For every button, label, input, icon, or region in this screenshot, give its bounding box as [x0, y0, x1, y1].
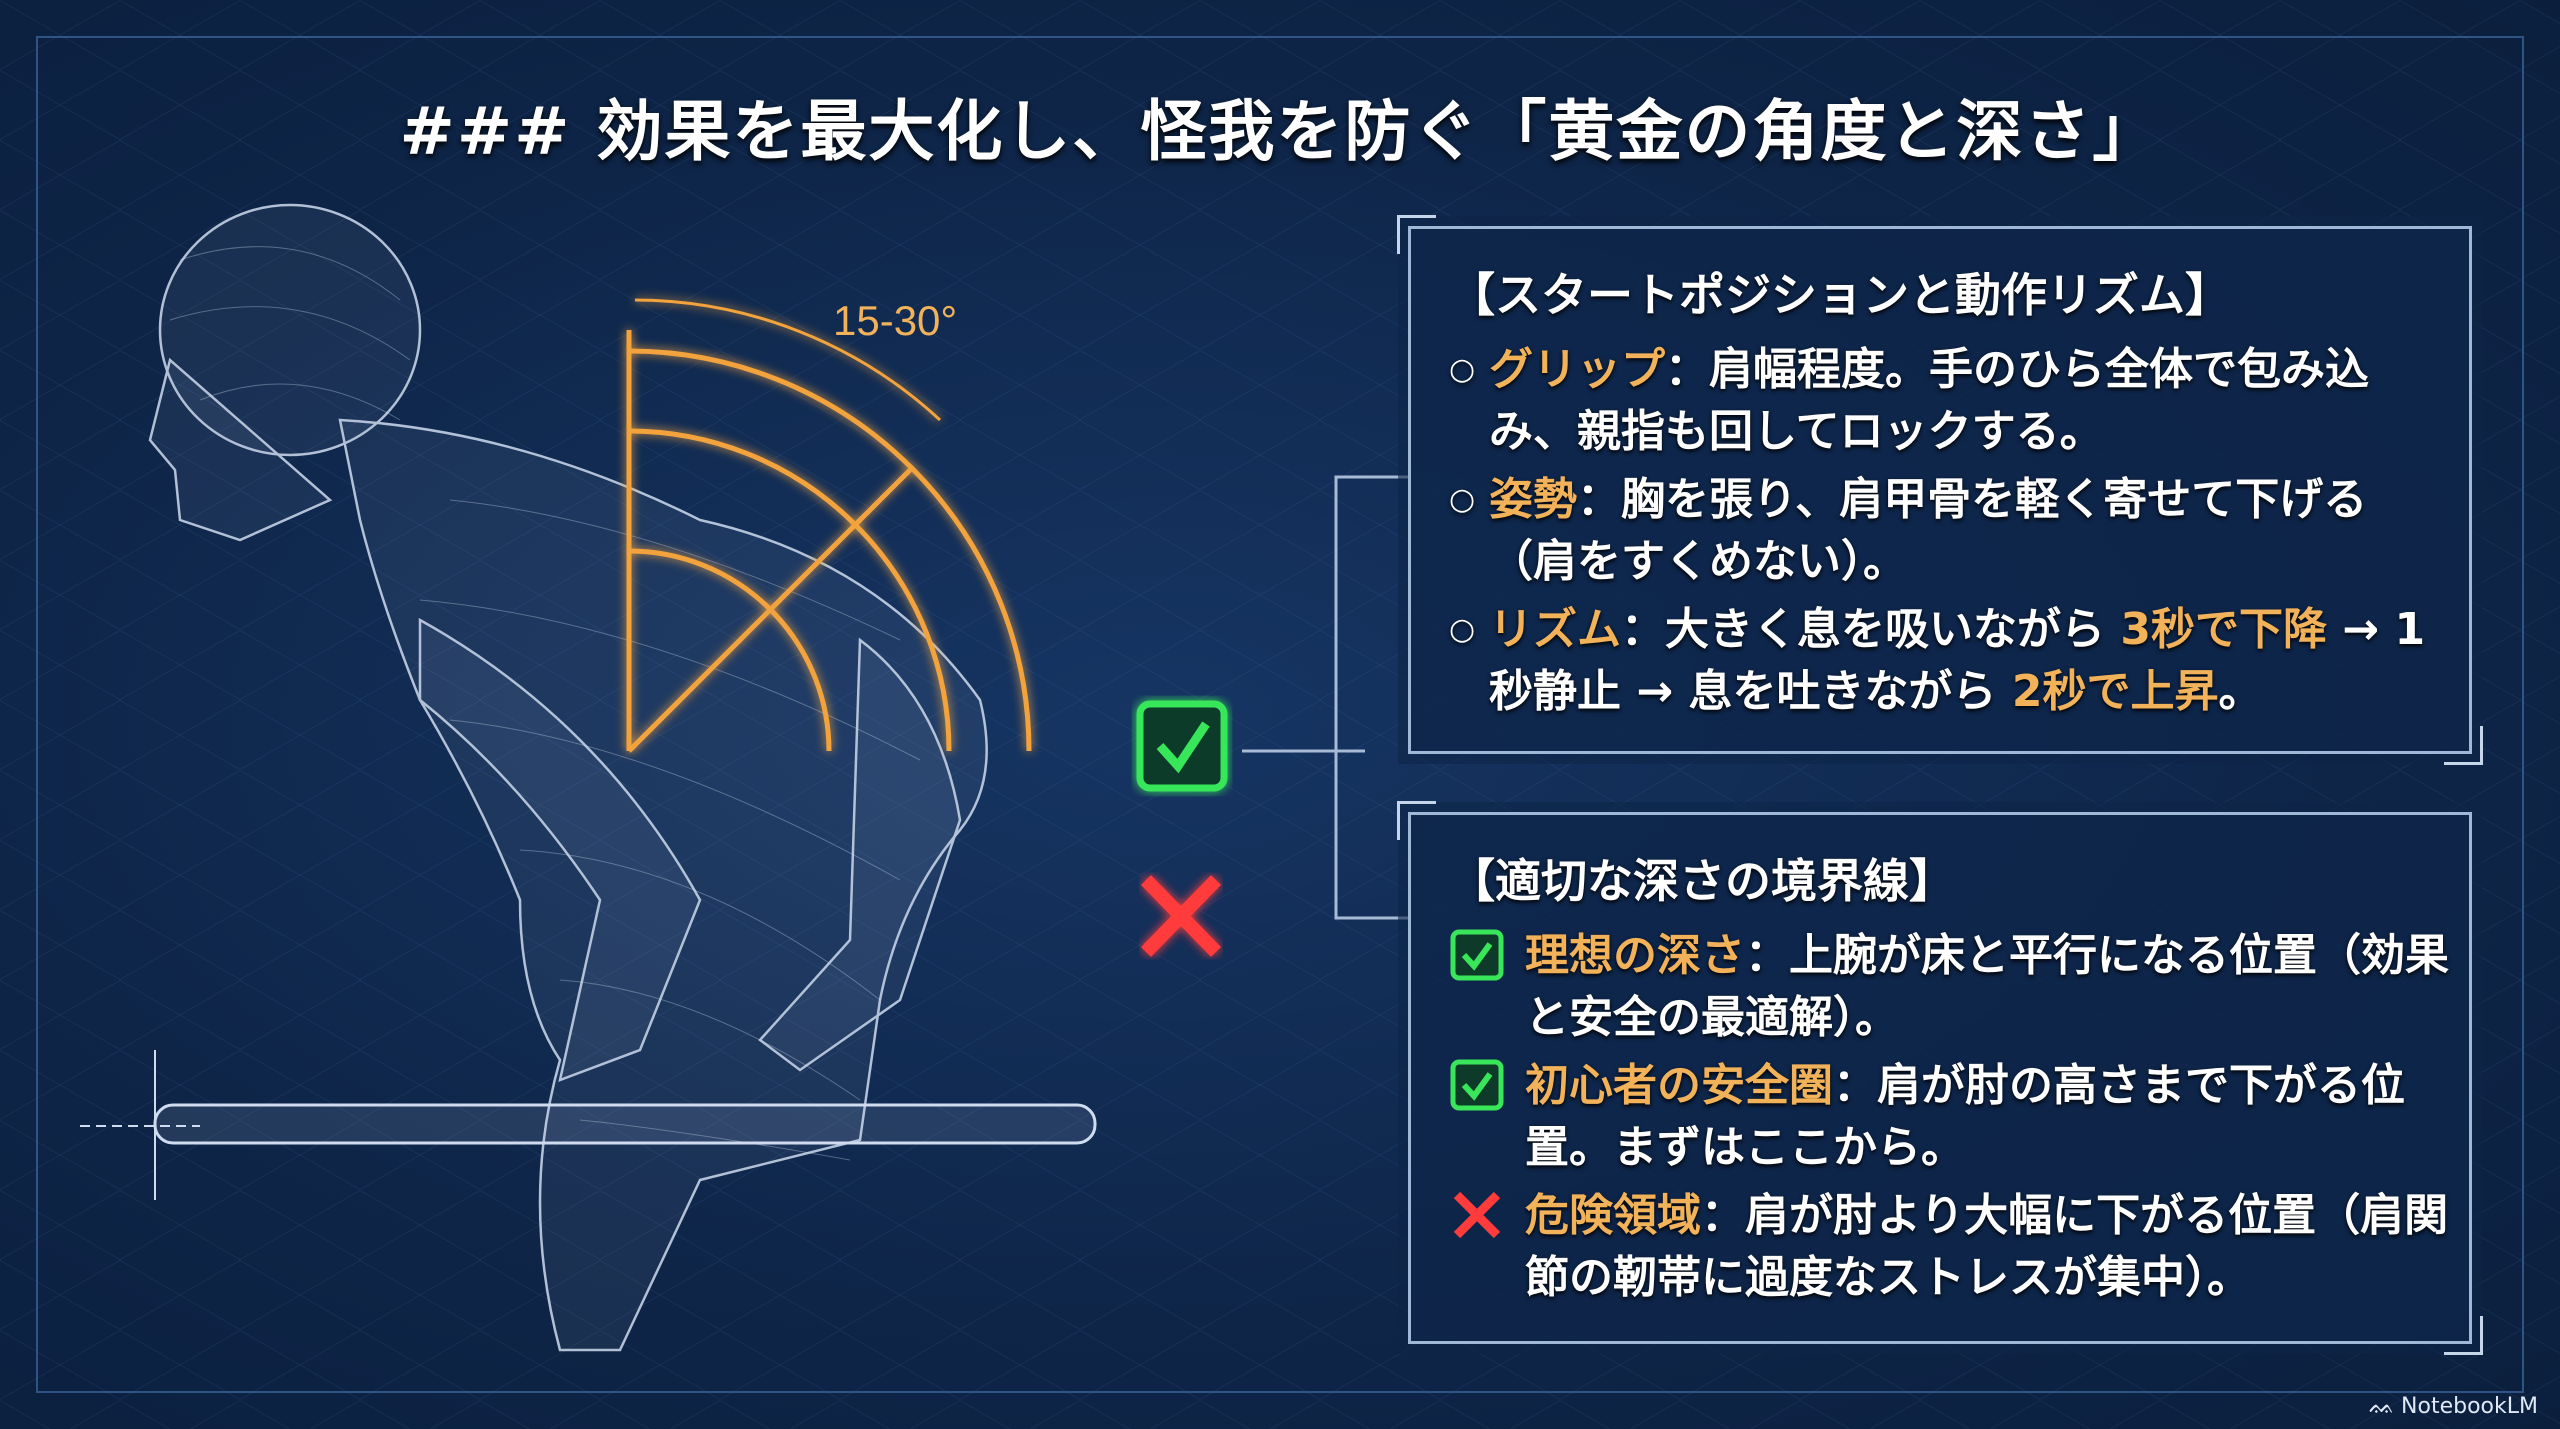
- list-item: ○ グリップ：肩幅程度。手のひら全体で包み込み、親指も回してロックする。: [1449, 339, 2449, 463]
- depth-heading: 【適切な深さの境界線】: [1449, 854, 1955, 908]
- item-label: 姿勢: [1489, 474, 1577, 525]
- notebooklm-icon: ᨐ: [2369, 1394, 2396, 1419]
- cross-icon: [1453, 1191, 1501, 1239]
- item-label: 理想の深さ: [1525, 930, 1745, 981]
- list-item: 初心者の安全圏：肩が肘の高さまで下がる位置。まずはここから。: [1449, 1055, 2449, 1179]
- page-title: ### 効果を最大化し、怪我を防ぐ「黄金の角度と深さ」: [399, 93, 2161, 170]
- highlight-ascend: 2秒で上昇: [2011, 666, 2219, 717]
- separator: ：: [1665, 344, 1709, 395]
- item-text: → 1秒静止 → 息を吐きながら: [1489, 604, 2426, 717]
- item-text: 肩が肘より大幅に下がる位置（肩関節の靭帯に過度なストレスが集中）。: [1525, 1190, 2449, 1303]
- list-item: ○ リズム：大きく息を吸いながら 3秒で下降 → 1秒静止 → 息を吐きながら …: [1449, 599, 2449, 723]
- item-text: 。: [2218, 666, 2263, 717]
- item-text: 上腕が床と平行になる位置（効果と安全の最適解）。: [1525, 930, 2449, 1043]
- start-position-panel: 【スタートポジションと動作リズム】 ○ グリップ：肩幅程度。手のひら全体で包み込…: [1397, 215, 2483, 765]
- notebooklm-logo: ᨐ NotebookLM: [2369, 1394, 2538, 1419]
- wireframe-mesh: [169, 246, 921, 1161]
- circle-bullet-icon: ○: [1449, 612, 1476, 647]
- protractor-angle-label: 15-30°: [833, 297, 957, 344]
- item-text: 肩が肘の高さまで下がる位置。まずはここから。: [1525, 1060, 2405, 1173]
- separator: ：: [1701, 1190, 1745, 1241]
- protractor: [626, 298, 1032, 753]
- check-icon: [1136, 700, 1228, 792]
- item-label: リズム: [1489, 604, 1621, 655]
- item-text: 大きく息を吸いながら: [1665, 604, 2121, 655]
- item-label: 初心者の安全圏: [1525, 1060, 1833, 1111]
- item-text: 肩幅程度。手のひら全体で包み込み、親指も回してロックする。: [1489, 344, 2369, 457]
- circle-bullet-icon: ○: [1449, 352, 1476, 387]
- cross-icon: [1140, 875, 1222, 957]
- highlight-descend: 3秒で下降: [2120, 604, 2327, 655]
- separator: ：: [1621, 604, 1665, 655]
- separator: ：: [1745, 930, 1789, 981]
- connector-lines: [1242, 475, 1408, 920]
- check-icon: [1450, 1059, 1504, 1111]
- item-label: 危険領域: [1525, 1190, 1701, 1241]
- item-text: 胸を張り、肩甲骨を軽く寄せて下げる（肩をすくめない）。: [1489, 474, 2368, 587]
- circle-bullet-icon: ○: [1449, 482, 1476, 517]
- list-item: 理想の深さ：上腕が床と平行になる位置（効果と安全の最適解）。: [1449, 925, 2449, 1049]
- outer-frame: [36, 36, 2524, 1393]
- separator: ：: [1833, 1060, 1877, 1111]
- check-icon: [1450, 929, 1504, 981]
- item-label: グリップ: [1489, 344, 1665, 395]
- dip-bar: [80, 1050, 1097, 1200]
- wireframe-figure: [148, 203, 988, 1352]
- separator: ：: [1577, 474, 1621, 525]
- list-item: 危険領域：肩が肘より大幅に下がる位置（肩関節の靭帯に過度なストレスが集中）。: [1449, 1185, 2449, 1309]
- brand-name: NotebookLM: [2401, 1394, 2538, 1419]
- depth-panel: 【適切な深さの境界線】 理想の深さ：上腕が床と平行になる位置（効果と安全の最適解…: [1397, 801, 2483, 1355]
- list-item: ○ 姿勢：胸を張り、肩甲骨を軽く寄せて下げる（肩をすくめない）。: [1449, 469, 2449, 593]
- start-position-heading: 【スタートポジションと動作リズム】: [1449, 268, 2231, 322]
